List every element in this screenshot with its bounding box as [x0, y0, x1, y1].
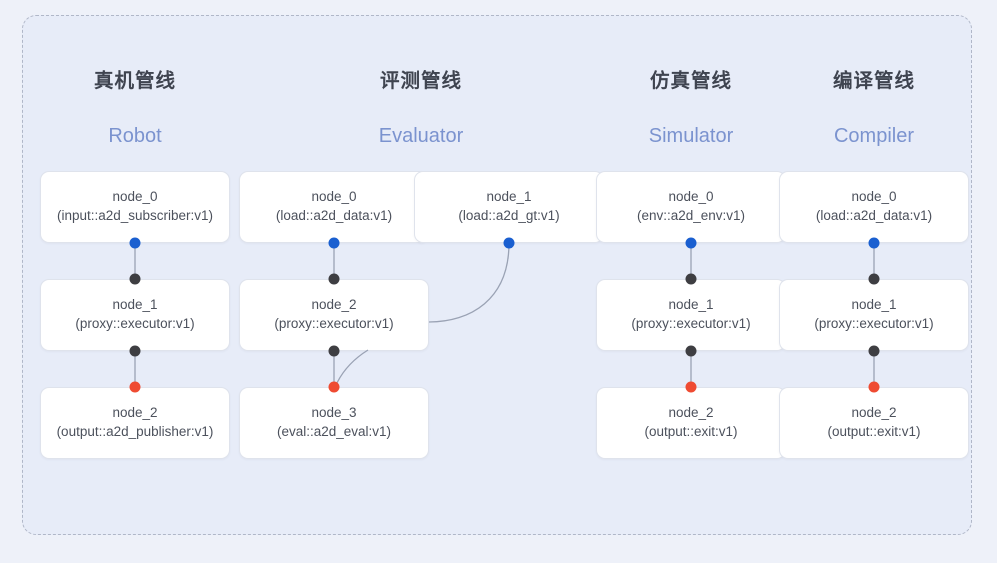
node-robot-0[interactable]: node_0 (input::a2d_subscriber:v1) — [40, 171, 230, 243]
node-evaluator-3-type: (eval::a2d_eval:v1) — [276, 424, 392, 439]
node-evaluator-2-type: (proxy::executor:v1) — [274, 316, 394, 331]
node-simulator-1-name: node_1 — [668, 297, 714, 313]
node-simulator-1[interactable]: node_1 (proxy::executor:v1) — [596, 279, 786, 351]
node-evaluator-2[interactable]: node_2 (proxy::executor:v1) — [239, 279, 429, 351]
node-simulator-2-name: node_2 — [668, 405, 714, 421]
node-simulator-0[interactable]: node_0 (env::a2d_env:v1) — [596, 171, 786, 243]
node-evaluator-0[interactable]: node_0 (load::a2d_data:v1) — [239, 171, 429, 243]
column-title-cn-robot: 真机管线 — [93, 70, 177, 92]
node-robot-2[interactable]: node_2 (output::a2d_publisher:v1) — [40, 387, 230, 459]
node-evaluator-2-name: node_2 — [311, 297, 357, 313]
column-title-cn-compiler: 编译管线 — [832, 70, 916, 92]
port-compiler-2-input[interactable] — [868, 381, 880, 393]
node-robot-2-name: node_2 — [112, 405, 158, 421]
node-robot-0-name: node_0 — [112, 189, 158, 205]
node-robot-2-type: (output::a2d_publisher:v1) — [56, 424, 214, 439]
column-title-en-compiler: Compiler — [833, 125, 915, 147]
node-compiler-1-type: (proxy::executor:v1) — [814, 316, 934, 331]
port-compiler-0-output[interactable] — [868, 237, 880, 249]
node-compiler-2-name: node_2 — [851, 405, 897, 421]
node-evaluator-1-type: (load::a2d_gt:v1) — [458, 208, 560, 223]
node-compiler-2[interactable]: node_2 (output::exit:v1) — [779, 387, 969, 459]
node-compiler-0-type: (load::a2d_data:v1) — [815, 208, 933, 223]
port-evaluator-2-input[interactable] — [328, 273, 340, 285]
node-compiler-2-type: (output::exit:v1) — [827, 424, 921, 439]
node-evaluator-0-type: (load::a2d_data:v1) — [275, 208, 393, 223]
port-compiler-1-input[interactable] — [868, 273, 880, 285]
port-simulator-1-input[interactable] — [685, 273, 697, 285]
node-simulator-2[interactable]: node_2 (output::exit:v1) — [596, 387, 786, 459]
port-evaluator-1-output[interactable] — [503, 237, 515, 249]
port-robot-1-input[interactable] — [129, 273, 141, 285]
node-compiler-1-name: node_1 — [851, 297, 897, 313]
column-title-en-simulator: Simulator — [648, 125, 734, 147]
column-title-en-evaluator: Evaluator — [378, 125, 464, 147]
column-title-cn-evaluator: 评测管线 — [379, 70, 463, 92]
node-simulator-1-type: (proxy::executor:v1) — [631, 316, 751, 331]
node-evaluator-1[interactable]: node_1 (load::a2d_gt:v1) — [414, 171, 604, 243]
port-compiler-1-output[interactable] — [868, 345, 880, 357]
node-compiler-1[interactable]: node_1 (proxy::executor:v1) — [779, 279, 969, 351]
port-simulator-0-output[interactable] — [685, 237, 697, 249]
node-simulator-0-type: (env::a2d_env:v1) — [636, 208, 746, 223]
node-evaluator-1-name: node_1 — [486, 189, 532, 205]
port-evaluator-0-output[interactable] — [328, 237, 340, 249]
port-evaluator-2-output[interactable] — [328, 345, 340, 357]
node-simulator-0-name: node_0 — [668, 189, 714, 205]
node-evaluator-0-name: node_0 — [311, 189, 357, 205]
port-evaluator-3-input[interactable] — [328, 381, 340, 393]
node-simulator-2-type: (output::exit:v1) — [644, 424, 738, 439]
column-title-cn-simulator: 仿真管线 — [649, 70, 733, 92]
port-robot-0-output[interactable] — [129, 237, 141, 249]
node-robot-1-type: (proxy::executor:v1) — [75, 316, 195, 331]
column-title-en-robot: Robot — [108, 125, 162, 147]
port-robot-2-input[interactable] — [129, 381, 141, 393]
port-robot-1-output[interactable] — [129, 345, 141, 357]
node-robot-1[interactable]: node_1 (proxy::executor:v1) — [40, 279, 230, 351]
node-evaluator-3-name: node_3 — [311, 405, 357, 421]
node-robot-1-name: node_1 — [112, 297, 158, 313]
node-compiler-0-name: node_0 — [851, 189, 897, 205]
port-simulator-1-output[interactable] — [685, 345, 697, 357]
port-simulator-2-input[interactable] — [685, 381, 697, 393]
node-evaluator-3[interactable]: node_3 (eval::a2d_eval:v1) — [239, 387, 429, 459]
node-robot-0-type: (input::a2d_subscriber:v1) — [56, 208, 214, 223]
node-compiler-0[interactable]: node_0 (load::a2d_data:v1) — [779, 171, 969, 243]
